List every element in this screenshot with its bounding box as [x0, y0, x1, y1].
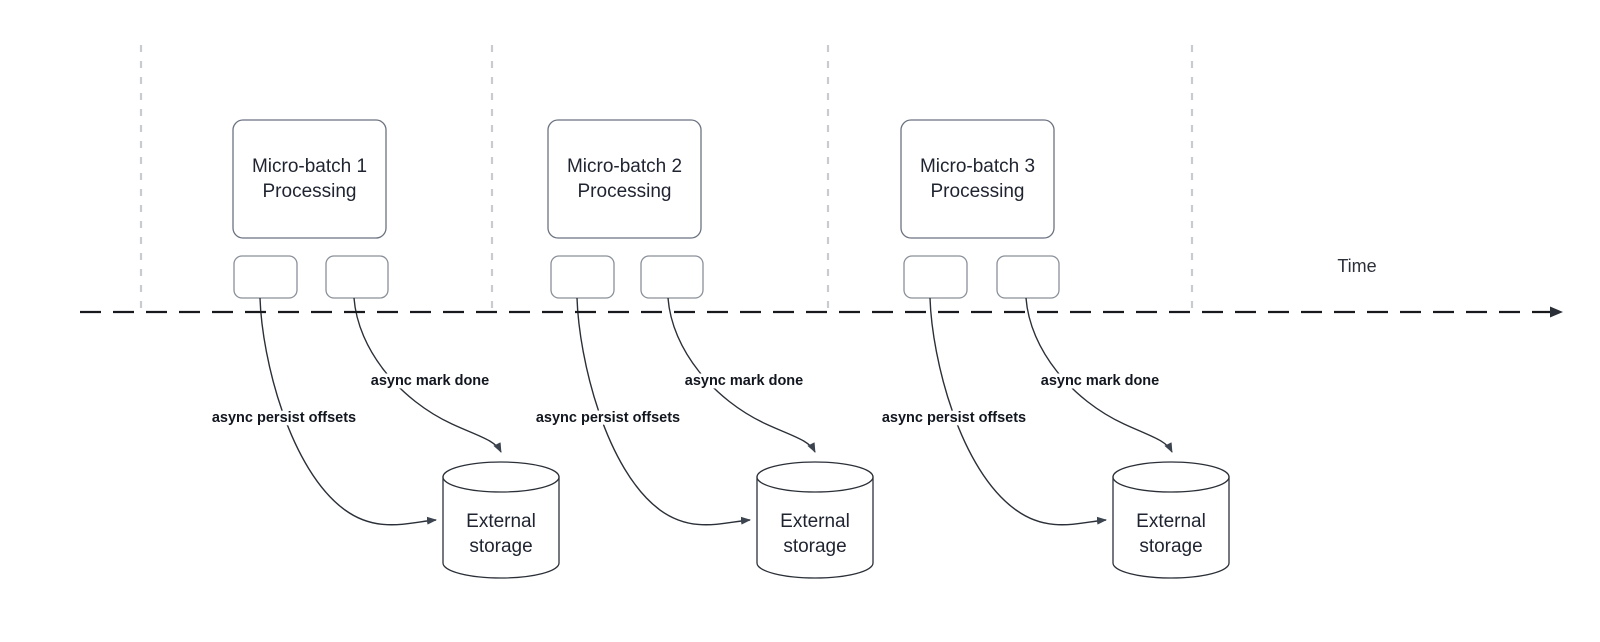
batch-3-async-mark-done-edge-label: async mark done — [1041, 373, 1159, 389]
batch-3-label-line2: Processing — [931, 181, 1025, 202]
batch-1-async-persist-offsets-edge-label-halo: async persist offsets — [212, 410, 356, 426]
batch-3-persist-offsets-task[interactable] — [903, 255, 968, 299]
batch-3-mark-done-task[interactable] — [996, 255, 1060, 299]
batch-2-persist-offsets-task[interactable] — [550, 255, 615, 299]
batch-1-mark-done-task[interactable] — [325, 255, 389, 299]
batch-1-async-persist-offsets-edge-label: async persist offsets — [212, 410, 356, 426]
batch-1-label-line1: Micro-batch 1 — [252, 156, 367, 177]
batch-1-async-mark-done-edge-label-halo: async mark done — [371, 373, 489, 389]
batch-3-label-line1: Micro-batch 3 — [920, 156, 1035, 177]
batch-2-cylinder-body — [756, 476, 874, 579]
batch-2-async-mark-done-edge-label-halo: async mark done — [685, 373, 803, 389]
batch-1-label-line2: Processing — [263, 181, 357, 202]
batch-1-cylinder-body — [442, 476, 560, 579]
batch-3-box-shape — [900, 119, 1055, 239]
batch-2-external-storage[interactable]: External storage — [756, 461, 874, 579]
batch-2-mark-done-task[interactable] — [640, 255, 704, 299]
batch-3-cylinder-body — [1112, 476, 1230, 579]
batch-3-cylinder-top — [1112, 461, 1230, 493]
batch-1-processing-box[interactable]: Micro-batch 1 Processing — [232, 119, 387, 239]
batch-3-async-persist-offsets-edge-label: async persist offsets — [882, 410, 1026, 426]
batch-2-async-persist-offsets-edge-label-halo: async persist offsets — [536, 410, 680, 426]
batch-2-storage-label-line1: External — [780, 511, 850, 532]
batch-2-storage-label-line2: storage — [783, 536, 846, 557]
batch-1-async-persist-offsets-edge — [259, 297, 437, 526]
batch-2-async-persist-offsets-edge-label: async persist offsets — [536, 410, 680, 426]
batch-1-storage-label-line2: storage — [469, 536, 532, 557]
batch-3-storage-label-line1: External — [1136, 511, 1206, 532]
batch-3-external-storage[interactable]: External storage — [1112, 461, 1230, 579]
batch-3-async-persist-offsets-edge-label-halo: async persist offsets — [882, 410, 1026, 426]
batch-1-async-mark-done-edge-label: async mark done — [371, 373, 489, 389]
batch-2-cylinder-top — [756, 461, 874, 493]
batch-2-async-mark-done-edge-label: async mark done — [685, 373, 803, 389]
batch-1-storage-label-line1: External — [466, 511, 536, 532]
batch-3-storage-label-line2: storage — [1139, 536, 1202, 557]
batch-1-persist-offsets-task[interactable] — [233, 255, 298, 299]
batch-1-async-mark-done-edge — [353, 297, 502, 453]
batch-1-external-storage[interactable]: External storage — [442, 461, 560, 579]
batch-2-box-shape — [547, 119, 702, 239]
batch-1-box-shape — [232, 119, 387, 239]
batch-3-async-mark-done-edge-label-halo: async mark done — [1041, 373, 1159, 389]
batch-2-label-line1: Micro-batch 2 — [567, 156, 682, 177]
time-axis-label: Time — [1337, 256, 1376, 276]
batch-3-async-mark-done-edge — [1025, 297, 1173, 453]
batch-3-async-persist-offsets-edge — [929, 297, 1107, 526]
batch-1-cylinder-top — [442, 461, 560, 493]
batch-3-processing-box[interactable]: Micro-batch 3 Processing — [900, 119, 1055, 239]
batch-2-label-line2: Processing — [578, 181, 672, 202]
batch-2-async-persist-offsets-edge — [576, 297, 751, 526]
batch-2-processing-box[interactable]: Micro-batch 2 Processing — [547, 119, 702, 239]
batch-2-async-mark-done-edge — [667, 297, 816, 453]
timeline-tick-lines — [139, 45, 1194, 312]
